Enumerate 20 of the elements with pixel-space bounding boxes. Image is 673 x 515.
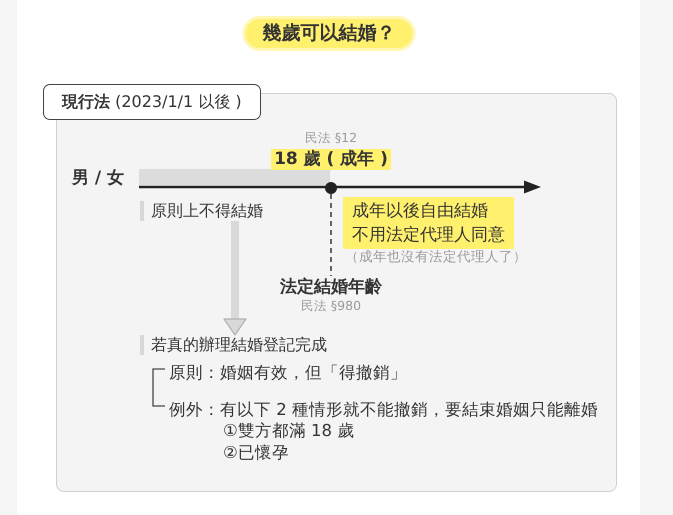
title: 幾歲可以結婚？	[242, 16, 416, 51]
list-item: ①雙方都滿 18 歲	[223, 421, 354, 441]
rule-text: 原則：婚姻有效，但「得撤銷」	[169, 363, 407, 383]
rule-text: 例外：有以下 2 種情形就不能撤銷，要結束婚姻只能離婚	[169, 400, 598, 420]
list-item: ②已懷孕	[223, 443, 289, 463]
note-line: 不用法定代理人同意	[352, 224, 505, 247]
statement-text: 原則上不得結婚	[140, 201, 263, 221]
age-highlight: 18 歲 ( 成年 )	[271, 149, 391, 170]
dashed-line	[330, 194, 332, 276]
milestone-dot-icon	[325, 182, 337, 194]
statement-text: 若真的辦理結婚登記完成	[140, 335, 327, 355]
milestone-label: 法定結婚年齡	[280, 276, 382, 298]
note-line: 成年以後自由結婚	[352, 200, 489, 223]
citation-text: 民法 §12	[304, 130, 358, 146]
axis-label: 男 / 女	[72, 167, 124, 189]
highlight-note	[343, 197, 514, 249]
section-tab: 現行法 (2023/1/1 以後 )	[43, 84, 261, 120]
note-text: （成年也沒有法定代理人了）	[345, 249, 527, 265]
block-arrow	[223, 221, 247, 336]
citation-text: 民法 §980	[300, 298, 362, 314]
